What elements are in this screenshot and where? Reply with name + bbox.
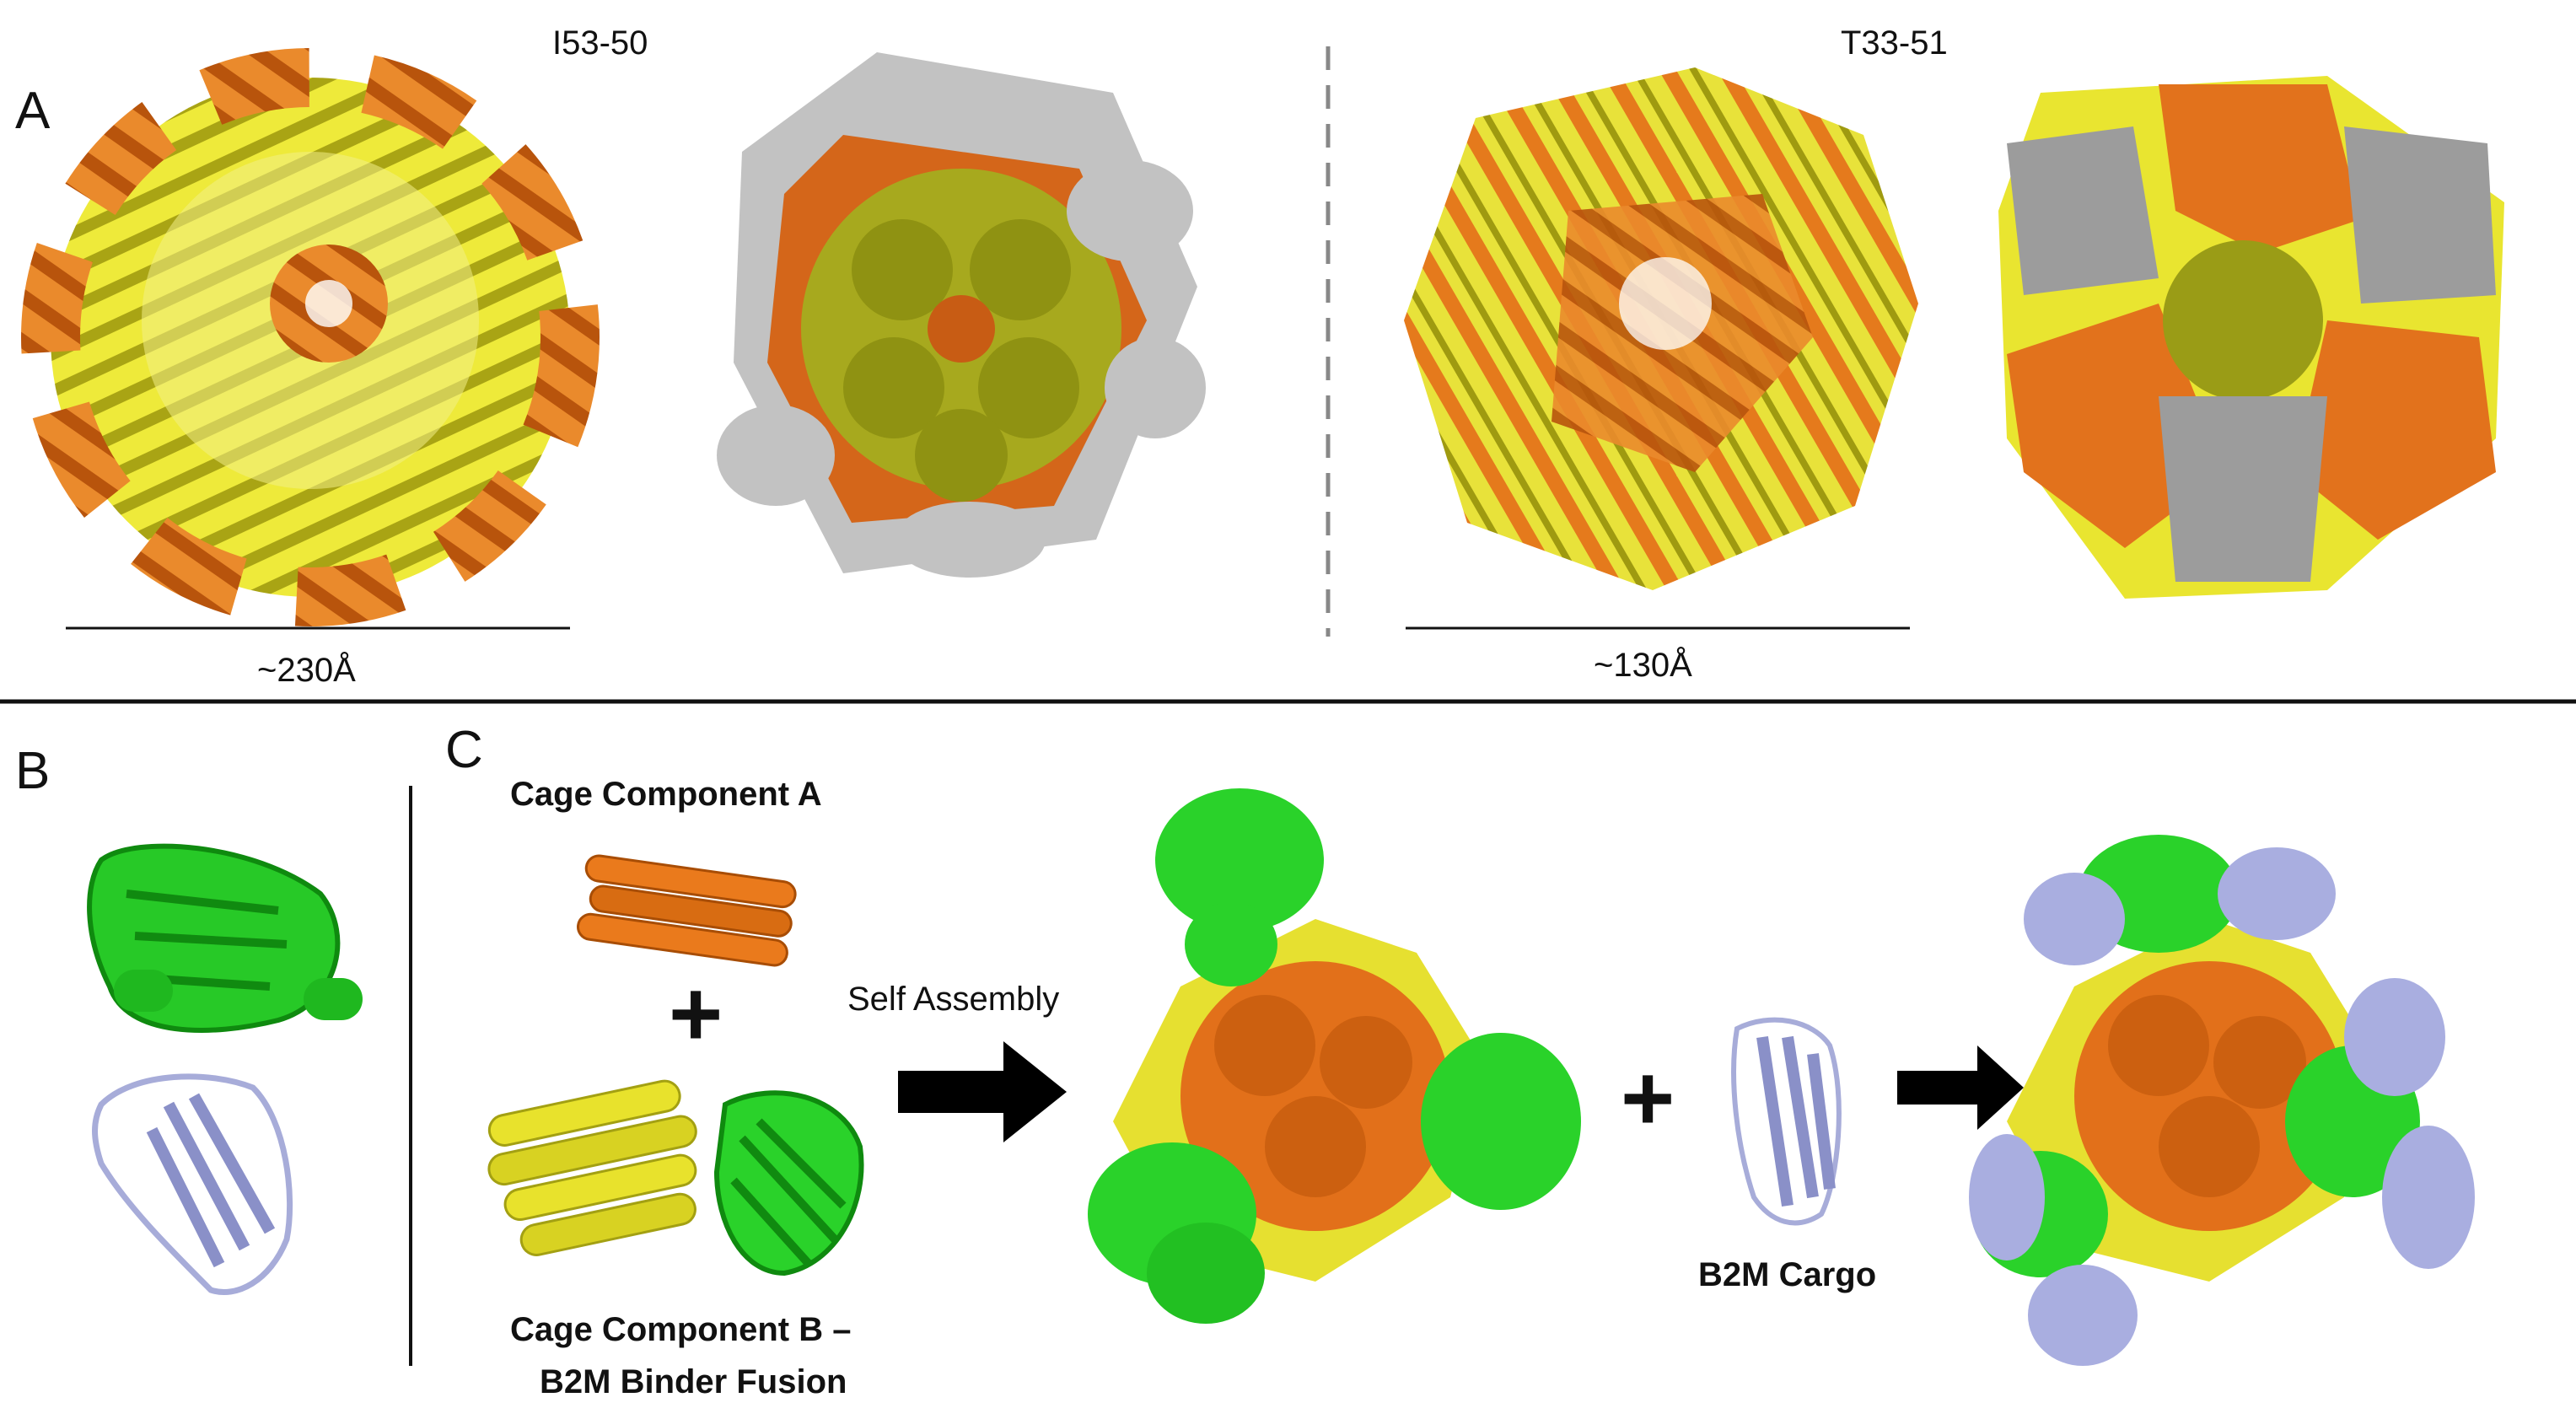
self-assembly-label: Self Assembly [847, 981, 1059, 1018]
loaded-cage-model [1969, 835, 2475, 1366]
cage-component-a-label: Cage Component A [510, 776, 822, 813]
b2m-cargo-label: B2M Cargo [1698, 1256, 1876, 1293]
cage-component-b-label-line2: B2M Binder Fusion [540, 1363, 847, 1400]
panel-label-a: A [15, 82, 51, 140]
t33-51-cartoon-model [1404, 67, 1918, 590]
title-i53-50: I53-50 [552, 24, 648, 62]
assembled-cage-model [1088, 788, 1581, 1324]
panel-label-b: B [15, 742, 50, 800]
plus-sign-cargo: + [1621, 1046, 1675, 1150]
b2m-cargo-model [1731, 1017, 1842, 1226]
scale-label-130: ~130Å [1594, 646, 1692, 684]
scale-label-230: ~230Å [257, 651, 356, 689]
cage-component-b-fusion-model [487, 1079, 864, 1277]
b2m-binder-complex-model [87, 843, 363, 1295]
i53-50-cartoon-model [21, 48, 600, 626]
panel-label-c: C [445, 721, 483, 779]
cargo-loading-arrow [1897, 1045, 2024, 1130]
title-t33-51: T33-51 [1841, 24, 1948, 62]
t33-51-surface-cutaway [1998, 76, 2504, 599]
plus-sign-components: + [669, 962, 723, 1066]
self-assembly-arrow [898, 1041, 1067, 1142]
cage-component-a-model [577, 854, 797, 967]
cage-component-b-label-line1: Cage Component B – [510, 1311, 851, 1348]
i53-50-surface-cutaway [717, 52, 1206, 578]
